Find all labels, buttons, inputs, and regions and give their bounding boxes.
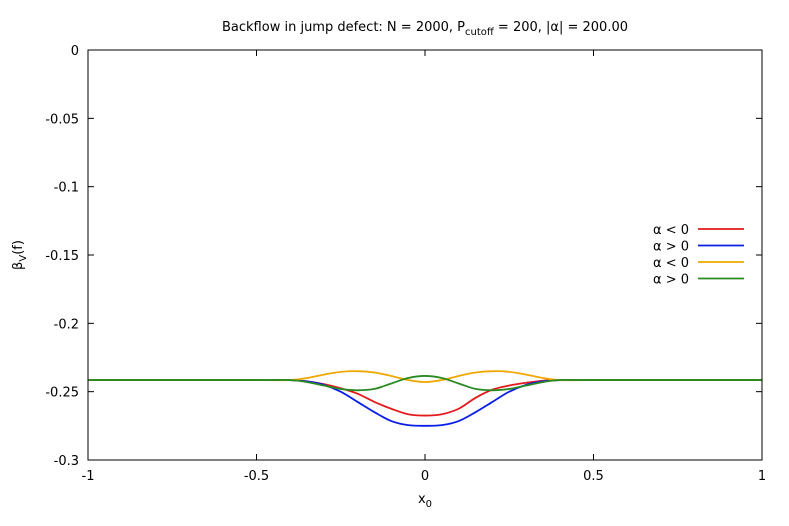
series-line-3 [88, 370, 762, 384]
chart-title-suffix: = 200, |α| = 200.00 [494, 20, 628, 35]
y-tick-label: -0.3 [54, 454, 79, 469]
series-line-2 [88, 379, 762, 427]
y-axis-label-subscript: V [18, 255, 29, 262]
y-tick-label: -0.15 [45, 249, 79, 264]
x-tick-label: 0 [421, 469, 429, 484]
chart-title-prefix: Backflow in jump defect: N = 2000, P [222, 20, 465, 35]
x-tick-label: -1 [82, 469, 95, 484]
y-tick-label: -0.05 [45, 112, 79, 127]
x-axis-label-subscript: 0 [426, 499, 432, 510]
y-tick-label: 0 [71, 44, 79, 59]
legend-label-3: α < 0 [653, 256, 689, 271]
y-axis-label: βV(f) [11, 240, 29, 270]
x-axis-label: x0 [418, 492, 432, 510]
axis-ticks: -1 -0.5 0 0.5 1 0 -0.05 -0.1 -0.15 -0.2 -0.25 -0.3 [45, 44, 766, 484]
legend: α < 0α > 0α < 0α > 0 [653, 223, 744, 288]
series-line-1 [88, 379, 762, 417]
x-tick-label: -0.5 [244, 469, 269, 484]
legend-label-1: α < 0 [653, 223, 689, 238]
chart-title-subscript: cutoff [465, 27, 495, 38]
series-line-4 [88, 375, 762, 392]
series-lines [88, 370, 762, 427]
y-tick-label: -0.25 [45, 386, 79, 401]
x-tick-label: 0.5 [583, 469, 604, 484]
y-tick-label: -0.1 [54, 181, 79, 196]
plot-frame [87, 49, 763, 461]
y-tick-label: -0.2 [54, 317, 79, 332]
legend-label-4: α > 0 [653, 273, 689, 288]
y-axis-label-base: β [11, 262, 26, 270]
y-axis-label-suffix: (f) [11, 240, 26, 255]
x-tick-label: 1 [758, 469, 766, 484]
chart-title: Backflow in jump defect: N = 2000, Pcuto… [222, 20, 628, 38]
x-axis-label-base: x [418, 492, 426, 507]
legend-label-2: α > 0 [653, 240, 689, 255]
